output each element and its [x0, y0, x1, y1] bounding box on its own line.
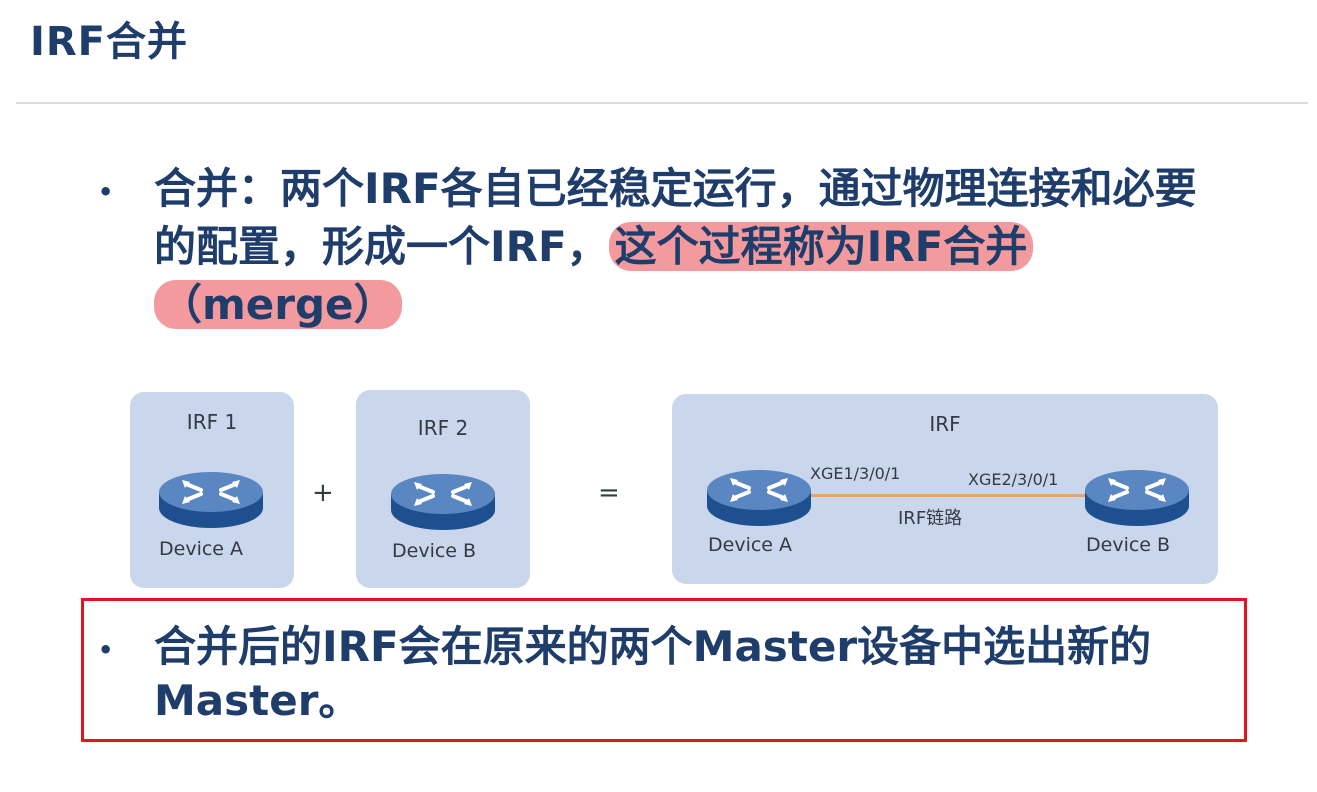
merged-device-a-label: Device A	[708, 534, 793, 556]
title-divider	[16, 102, 1308, 104]
page-title: IRF合并	[30, 19, 189, 65]
bullet-text: 合并：两个IRF各自已经稳定运行，通过物理连接和必要的配置，形成一个IRF，这个…	[154, 160, 1218, 334]
irf2-device-label: Device B	[392, 540, 477, 562]
bullet-dot: •	[98, 178, 114, 206]
irf-merge-diagram: IRF 1 Device A + IRF 2	[130, 388, 1220, 592]
switch-icon	[391, 474, 495, 530]
switch-icon	[707, 470, 811, 526]
bullet-new-master: • 合并后的IRF会在原来的两个Master设备中选出新的Master。	[98, 620, 1218, 728]
switch-icon	[159, 472, 263, 528]
bullet-text: 合并后的IRF会在原来的两个Master设备中选出新的Master。	[154, 622, 1152, 725]
irf2-panel: IRF 2 Device B	[356, 390, 530, 588]
irf-link-label: IRF链路	[898, 508, 963, 529]
irf1-panel: IRF 1 Device A	[130, 392, 294, 588]
bullet-merge-definition: • 合并：两个IRF各自已经稳定运行，通过物理连接和必要的配置，形成一个IRF，…	[98, 160, 1218, 334]
plus-sign: +	[312, 478, 334, 508]
irf1-device-label: Device A	[159, 538, 244, 560]
merged-irf-panel: IRF	[672, 394, 1218, 584]
merged-irf-title: IRF	[929, 412, 961, 436]
irf1-title: IRF 1	[186, 410, 238, 434]
port-b-label: XGE2/3/0/1	[968, 470, 1059, 489]
bullet-dot: •	[98, 636, 114, 664]
irf2-title: IRF 2	[417, 416, 469, 440]
switch-icon	[1085, 470, 1189, 526]
port-a-label: XGE1/3/0/1	[810, 464, 901, 483]
merged-device-b-label: Device B	[1086, 534, 1171, 556]
highlight-box	[81, 598, 1247, 742]
irf-link-line	[790, 494, 1090, 497]
equals-sign: =	[598, 478, 620, 508]
bullet-plain-text: 合并：两个IRF各自已经稳定运行，通过物理连接和必要的配置，形成一个IRF，	[154, 164, 1197, 271]
